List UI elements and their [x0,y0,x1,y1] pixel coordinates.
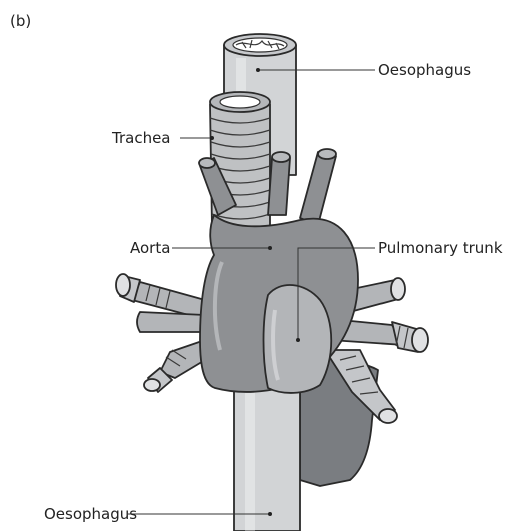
label-oesophagus-top: Oesophagus [378,61,471,79]
panel-label: (b) [10,12,31,30]
left-pulmonary-vessels [116,274,205,392]
oesophagus-lower [234,370,300,531]
label-aorta: Aorta [130,239,170,257]
label-trachea: Trachea [111,129,171,147]
label-oesophagus-bottom: Oesophagus [44,505,137,523]
label-pulmonary-trunk: Pulmonary trunk [378,239,503,257]
